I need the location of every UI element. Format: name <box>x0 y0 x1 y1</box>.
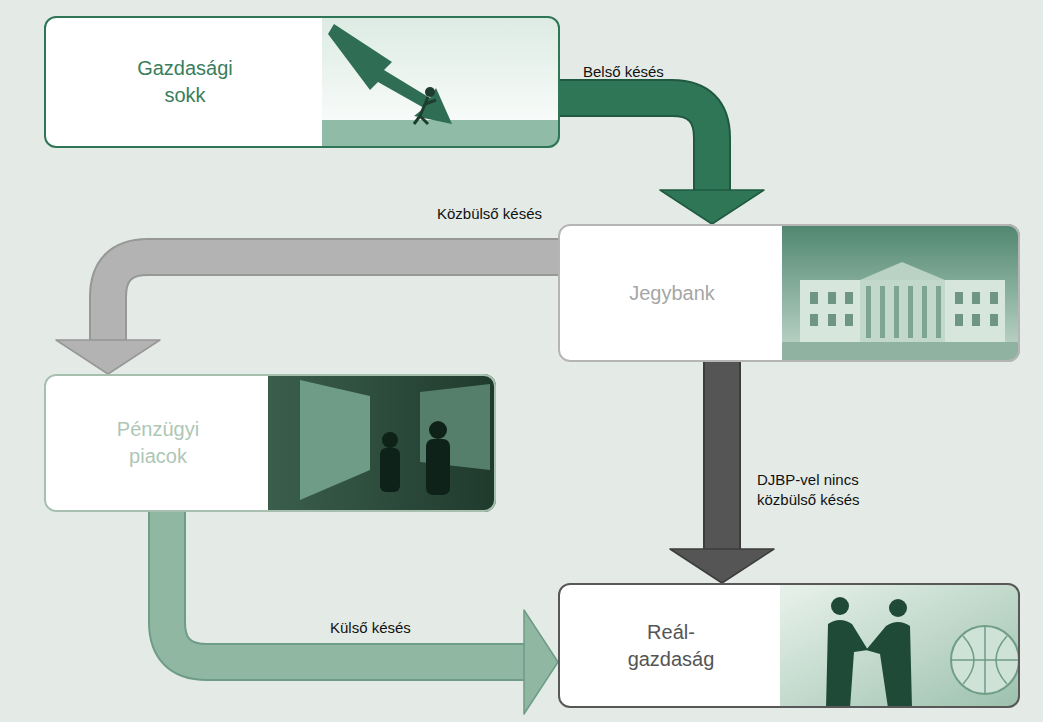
globe-lines <box>951 626 1019 694</box>
picture-ground <box>268 374 496 512</box>
edge-label: DJBP-vel nincs közbülső késés <box>757 470 885 509</box>
text-area: Pénzügyi piacok <box>46 376 270 510</box>
bank-picture <box>782 224 1020 362</box>
box-ground <box>558 224 1020 362</box>
arrow-head <box>670 549 774 583</box>
figure-head <box>425 87 435 97</box>
building <box>800 280 1005 342</box>
node-label: Pénzügyi piacok <box>98 416 218 470</box>
trader-head <box>382 432 398 448</box>
node-label: Reál- gazdaság <box>616 619 726 673</box>
text-area: Reál- gazdaság <box>560 585 782 706</box>
person-head <box>831 597 849 615</box>
arrow-outline <box>703 362 741 550</box>
arrow-head <box>660 190 764 224</box>
globe <box>951 626 1019 694</box>
trader-head <box>429 421 447 439</box>
economy-picture <box>780 583 1020 708</box>
arrow-outline <box>108 257 558 341</box>
block-arrow <box>167 512 558 714</box>
building-roof <box>860 262 945 280</box>
trader-body <box>380 448 400 492</box>
ticker-wall <box>300 380 370 500</box>
forecourt <box>782 342 1020 362</box>
shock-picture <box>322 16 560 148</box>
arrow-band <box>167 512 525 662</box>
arrow-head <box>524 610 558 714</box>
person-body <box>866 622 912 708</box>
falling-arrow <box>328 24 452 124</box>
node-label: Jegybank <box>629 280 715 307</box>
arrow-band <box>108 257 558 341</box>
floor-strip <box>322 120 560 148</box>
arrow-band <box>560 98 712 191</box>
text-area: Jegybank <box>560 226 784 360</box>
process-box: Gazdasági sokk <box>44 16 560 148</box>
arrow-band <box>705 362 739 550</box>
arrow-outline <box>167 512 525 662</box>
box-ground <box>44 16 560 148</box>
edge-label: Belső késés <box>583 62 664 82</box>
process-box: Reál- gazdaság <box>558 583 1020 708</box>
block-arrow <box>560 98 764 224</box>
person-head <box>889 599 907 617</box>
text-area: Gazdasági sokk <box>46 18 324 146</box>
picture-ground <box>322 16 560 148</box>
picture-ground <box>780 583 1020 708</box>
picture-ground <box>782 224 1020 362</box>
box-ground <box>558 583 1020 708</box>
building-front <box>860 280 945 342</box>
edge-label: Közbülső késés <box>437 204 542 224</box>
block-arrow <box>56 257 558 374</box>
market-picture <box>268 374 496 512</box>
process-box: Jegybank <box>558 224 1020 362</box>
building-columns <box>866 286 941 338</box>
figure-body <box>414 97 436 124</box>
node-label: Gazdasági sokk <box>120 55 250 109</box>
building-windows <box>810 292 998 326</box>
trader-body <box>426 439 450 495</box>
process-box: Pénzügyi piacok <box>44 374 496 512</box>
arrow-outline <box>560 98 712 191</box>
box-ground <box>44 374 496 512</box>
person-body <box>826 620 868 708</box>
edge-label: Külső késés <box>330 618 411 638</box>
arrow-head <box>56 340 160 374</box>
